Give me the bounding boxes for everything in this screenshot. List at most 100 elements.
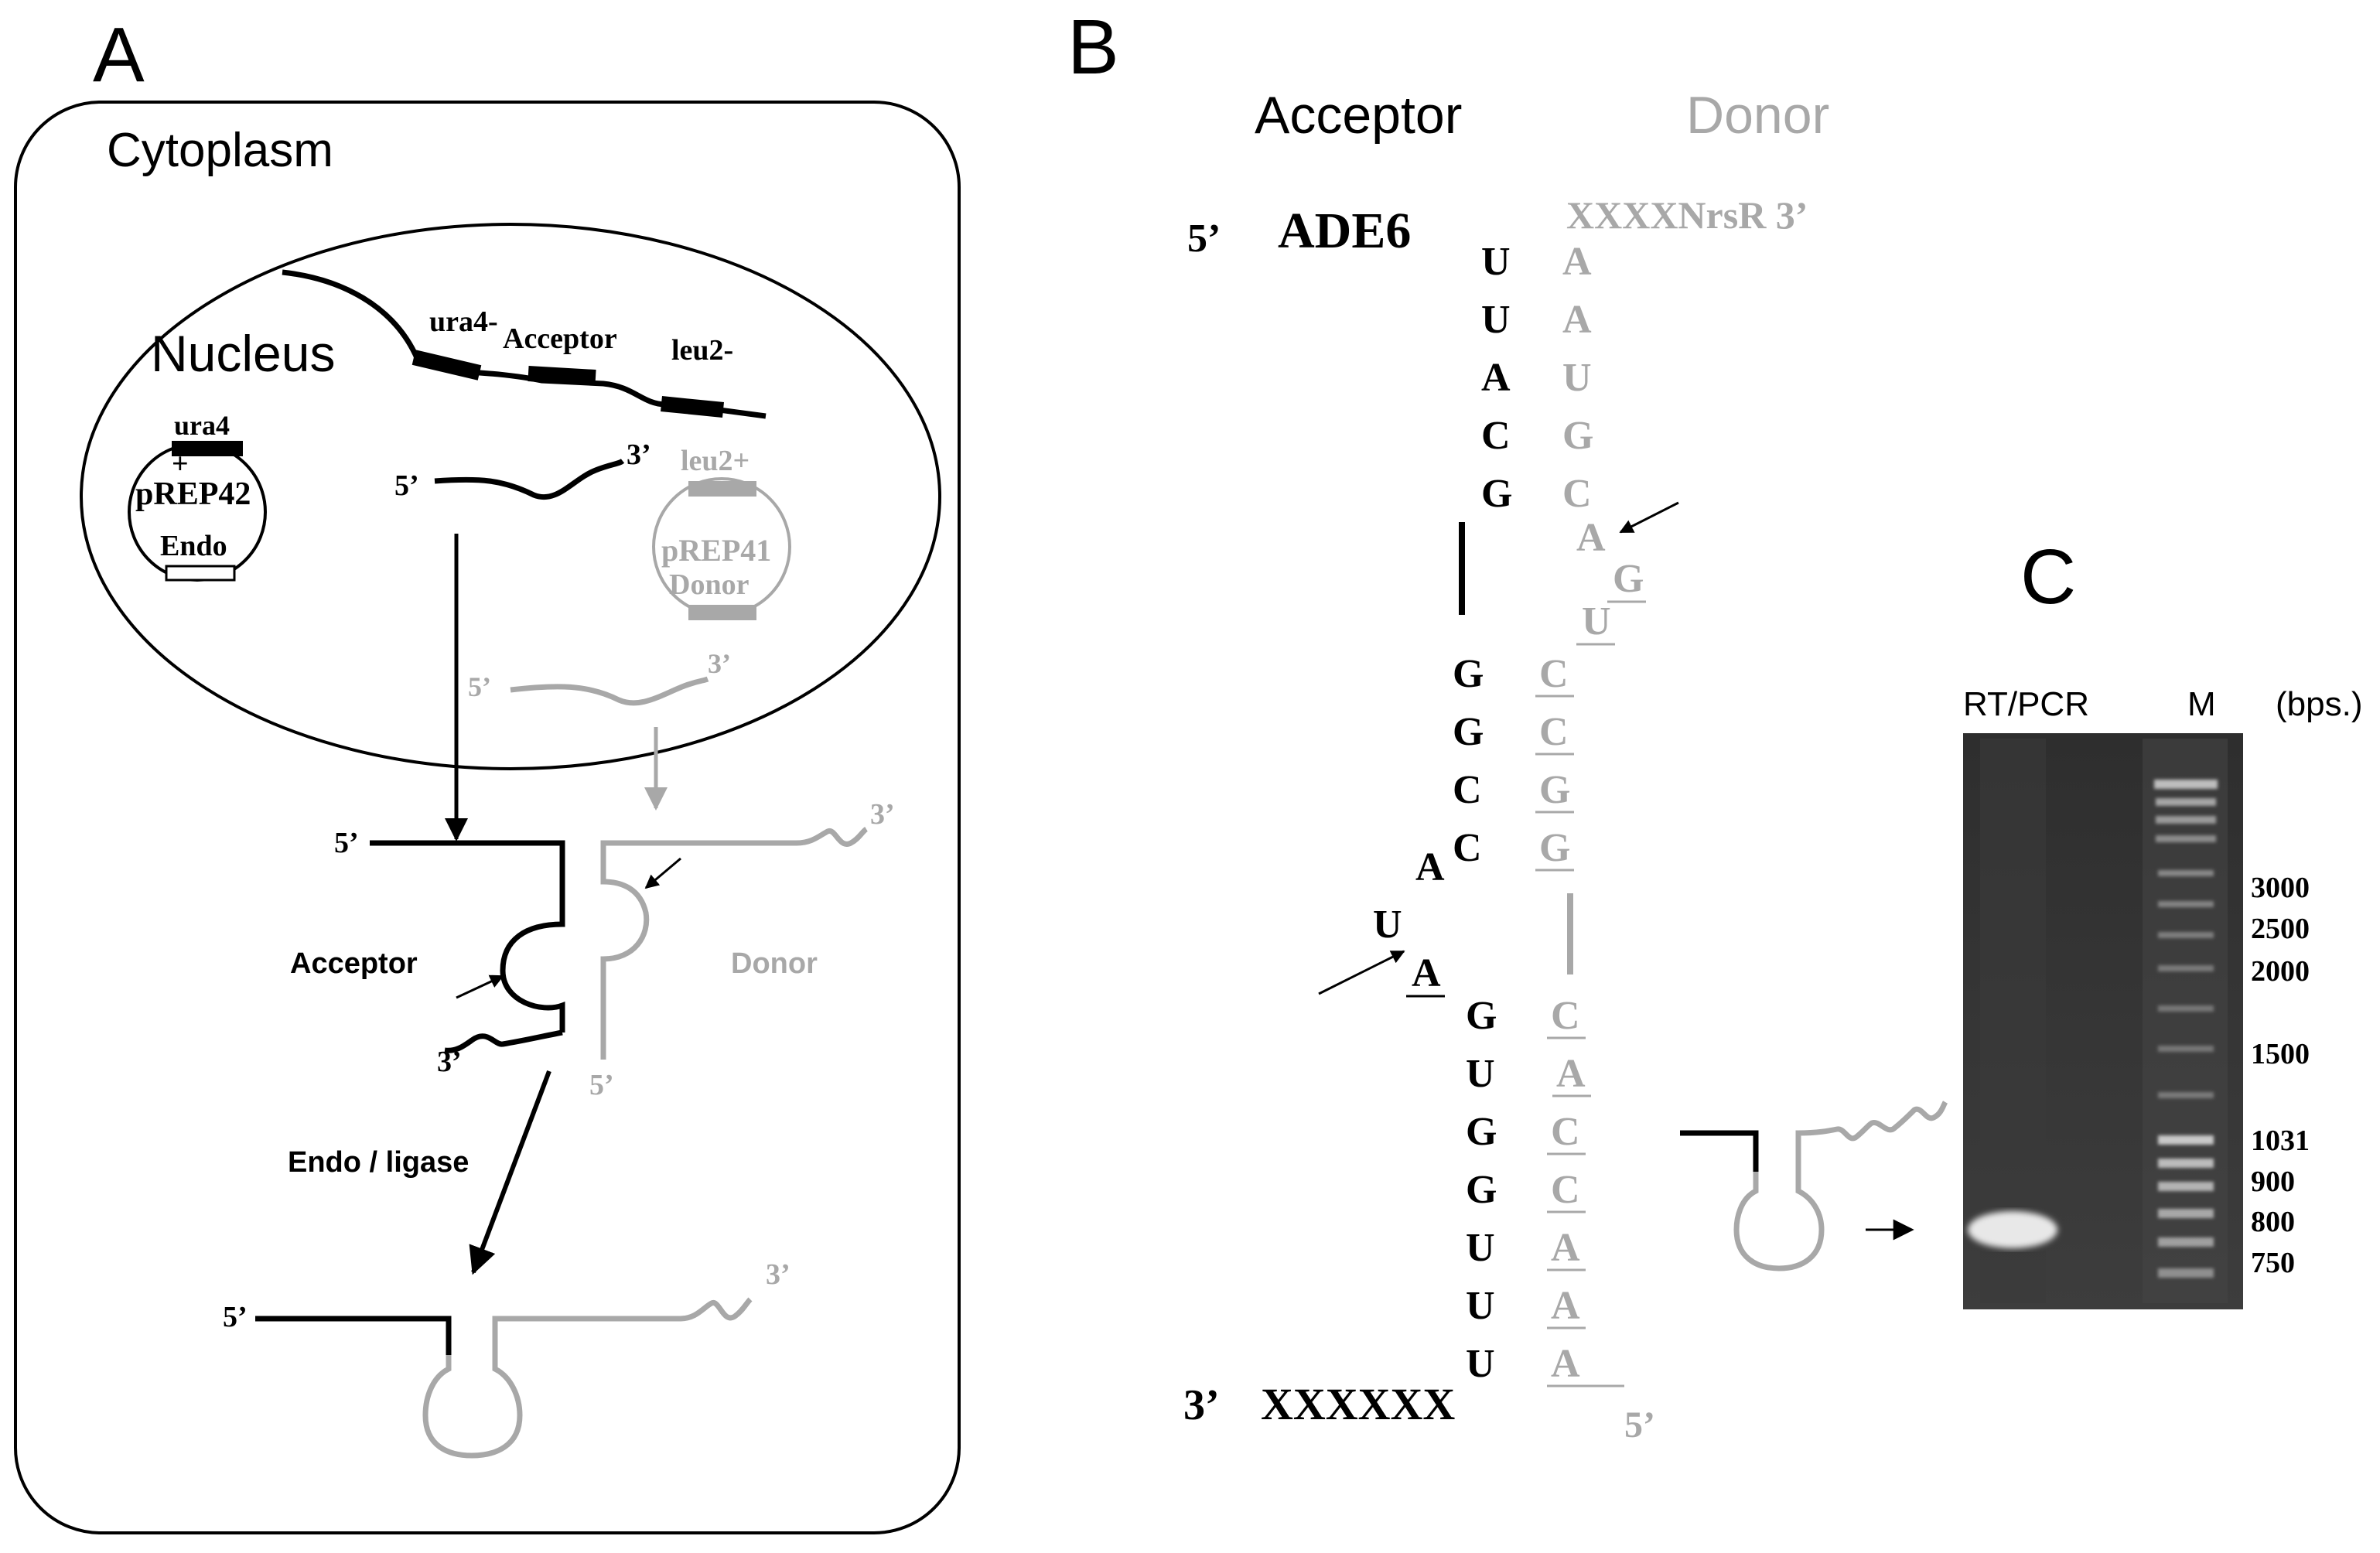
ladder-band [2158,965,2214,971]
ladder-band [2154,780,2218,789]
plasmid-ura4-label: ura4 [174,410,230,441]
panel-b-label: B [1067,4,1119,90]
acceptor-cleavage-arrow [456,974,504,999]
ladder-size-label: 2000 [2251,955,2310,988]
ladder-size-label: 800 [2251,1206,2295,1238]
gel-lane-1 [1980,739,2046,1303]
donor-mid-bases: C C G G [1535,652,1574,872]
base: A [1562,298,1592,342]
product-acceptor-strand [255,1316,452,1355]
complex-donor-strand [600,827,869,1060]
base: A [1481,356,1511,400]
base: C [1481,414,1511,458]
bottom-seq-label: XXXXXX [1261,1379,1455,1429]
panel-c: C RT/PCR M (bps.) 3000 [1680,534,2362,1309]
donor-plasmid-label: Donor [669,568,750,601]
nucleus-label: Nucleus [151,325,335,382]
base: G [1562,414,1593,458]
acceptor-site-arrow [1318,950,1405,995]
base: G [1466,1110,1497,1154]
ladder-band [2158,1135,2214,1145]
base: A [1551,1284,1580,1328]
base: U [1373,903,1402,947]
donor-rna-5-label: 5’ [468,671,491,702]
cytoplasm-label: Cytoplasm [107,124,333,177]
ladder-band [2158,870,2214,876]
acceptor-lower-bases: G U G G U U U [1466,994,1497,1386]
donor-bulge-bases: A G U [1576,516,1646,646]
bottom-left-3-label: 3’ [1183,1381,1220,1429]
base: A [1551,1226,1580,1270]
ligation-arrow [469,1070,551,1275]
plasmid-leu2-label: leu2+ [681,445,750,477]
plasmid-prep41: leu2+ pREP41 Donor [652,445,791,620]
ladder-band [2158,1268,2214,1278]
ladder-band [2158,1209,2214,1218]
ladder-band [2158,1237,2214,1247]
base: G [1539,768,1570,812]
ladder-size-label: 3000 [2251,872,2310,904]
complex-donor-5-label: 5’ [589,1069,614,1101]
base: A [1556,1052,1586,1096]
ladder-band [2158,1005,2214,1012]
lane-marker-label: M [2187,685,2216,723]
acceptor-mid-bases: G G C C [1453,652,1484,870]
complex-acceptor-label: Acceptor [290,947,418,980]
ura4-minus-label: ura4- [429,305,498,338]
acceptor-gene-label: Acceptor [503,323,617,355]
nucleus-boundary [80,223,941,770]
donor-top-label: XXXXNrsR 3’ [1566,193,1808,237]
ura4-plasmid-marker [172,441,243,456]
base: G [1613,557,1644,601]
donor-lower-bases: C A C C A A A [1547,994,1624,1387]
donor-upper-bases: A A U G C [1562,240,1593,516]
top-left-5-label: 5’ [1187,217,1221,261]
cytoplasm-boundary [14,101,961,1534]
complex-acceptor-5-label: 5’ [334,827,359,859]
panel-b: B Acceptor Donor 5’ ADE6 XXXXNrsR 3’ 3’ … [1067,4,1829,1445]
endo-ligase-label: Endo / ligase [288,1146,469,1179]
base: U [1466,1226,1495,1270]
base: C [1551,1168,1580,1212]
base: C [1453,826,1482,870]
lane-rtpcr-label: RT/PCR [1963,685,2089,723]
ladder-band [2158,1159,2214,1168]
base: C [1551,994,1580,1038]
ladder-band [2156,816,2216,824]
donor-rna-3-label: 3’ [708,648,731,679]
panel-c-label: C [2020,534,2076,620]
base: A [1412,951,1441,995]
product-3-label: 3’ [766,1258,790,1291]
rtpcr-product-band [1968,1211,2057,1248]
complex-donor-label: Donor [731,947,818,980]
schematic-donor-strand [1733,1101,1948,1271]
base: U [1481,240,1511,284]
complex-donor-3-label: 3’ [870,798,895,831]
complex-acceptor-tail [444,1029,563,1053]
complex-acceptor-strand [370,840,565,1032]
ladder-band [2158,1182,2214,1191]
ladder-size-label: 1500 [2251,1038,2310,1070]
donor-site-arrow [1619,501,1679,534]
complex-acceptor-3-label: 3’ [437,1046,462,1078]
donor-header: Donor [1686,86,1829,145]
base: C [1562,472,1592,516]
plasmid-prep42: ura4 + pREP42 Endo [128,410,267,582]
base: A [1551,1342,1580,1386]
base: C [1551,1110,1580,1154]
ladder-band [2156,798,2216,806]
product-donor-strand [422,1297,753,1459]
ade6-label: ADE6 [1278,203,1411,259]
ladder-band [2158,901,2214,907]
product-5-label: 5’ [223,1301,248,1333]
base: U [1481,298,1511,342]
acceptor-rna-5-label: 5’ [394,469,419,502]
base: U [1466,1342,1495,1386]
acceptor-upper-bases: U U A C G [1481,240,1512,516]
base: G [1481,472,1512,516]
acceptor-bulge-bases: A U A [1373,845,1445,998]
base: U [1562,356,1592,400]
plasmid-plus-label: + [172,448,189,480]
acceptor-header: Acceptor [1255,86,1462,145]
